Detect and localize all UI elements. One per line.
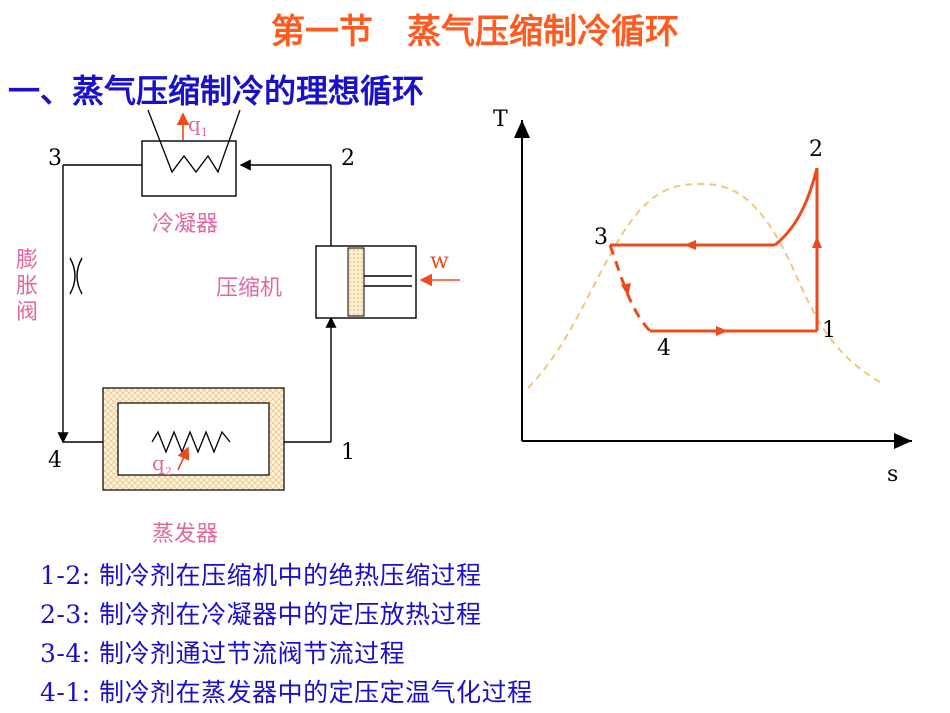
node-label-3: 3	[48, 146, 62, 171]
axis-label-t: T	[493, 107, 508, 132]
process-line-2-3: 2-3: 制冷剂在冷凝器中的定压放热过程	[40, 600, 482, 629]
evaporator	[102, 387, 285, 491]
work-label: w	[430, 249, 449, 274]
ts-point-1: 1	[822, 318, 836, 343]
evaporator-label: 蒸发器	[152, 522, 219, 547]
ts-point-2: 2	[809, 137, 823, 162]
axis-label-s: s	[887, 462, 899, 487]
node-label-4: 4	[48, 448, 62, 473]
process-line-3-4: 3-4: 制冷剂通过节流阀节流过程	[40, 639, 406, 668]
condenser	[141, 109, 241, 197]
cycle-path	[608, 167, 819, 333]
node-label-1: 1	[341, 440, 355, 465]
page-title: 第一节 蒸气压缩制冷循环	[271, 12, 679, 52]
ts-axes	[514, 120, 912, 449]
condenser-label: 冷凝器	[152, 212, 219, 237]
compressor-label: 压缩机	[216, 276, 283, 301]
expansion-valve-label: 膨 胀 阀	[16, 248, 39, 325]
process-line-1-2: 1-2: 制冷剂在压缩机中的绝热压缩过程	[40, 561, 482, 590]
compressor	[315, 245, 460, 319]
process-line-4-1: 4-1: 制冷剂在蒸发器中的定压定温气化过程	[40, 678, 533, 707]
ts-point-4: 4	[657, 336, 671, 361]
section-subtitle: 一、蒸气压缩制冷的理想循环	[8, 72, 425, 110]
ts-point-3: 3	[594, 225, 608, 250]
q2-label: q2	[152, 451, 172, 478]
saturation-dome	[527, 182, 881, 389]
expansion-valve	[69, 257, 83, 295]
q1-label: q1	[188, 112, 208, 139]
node-label-2: 2	[341, 146, 355, 171]
cycle-arrows	[621, 236, 822, 336]
